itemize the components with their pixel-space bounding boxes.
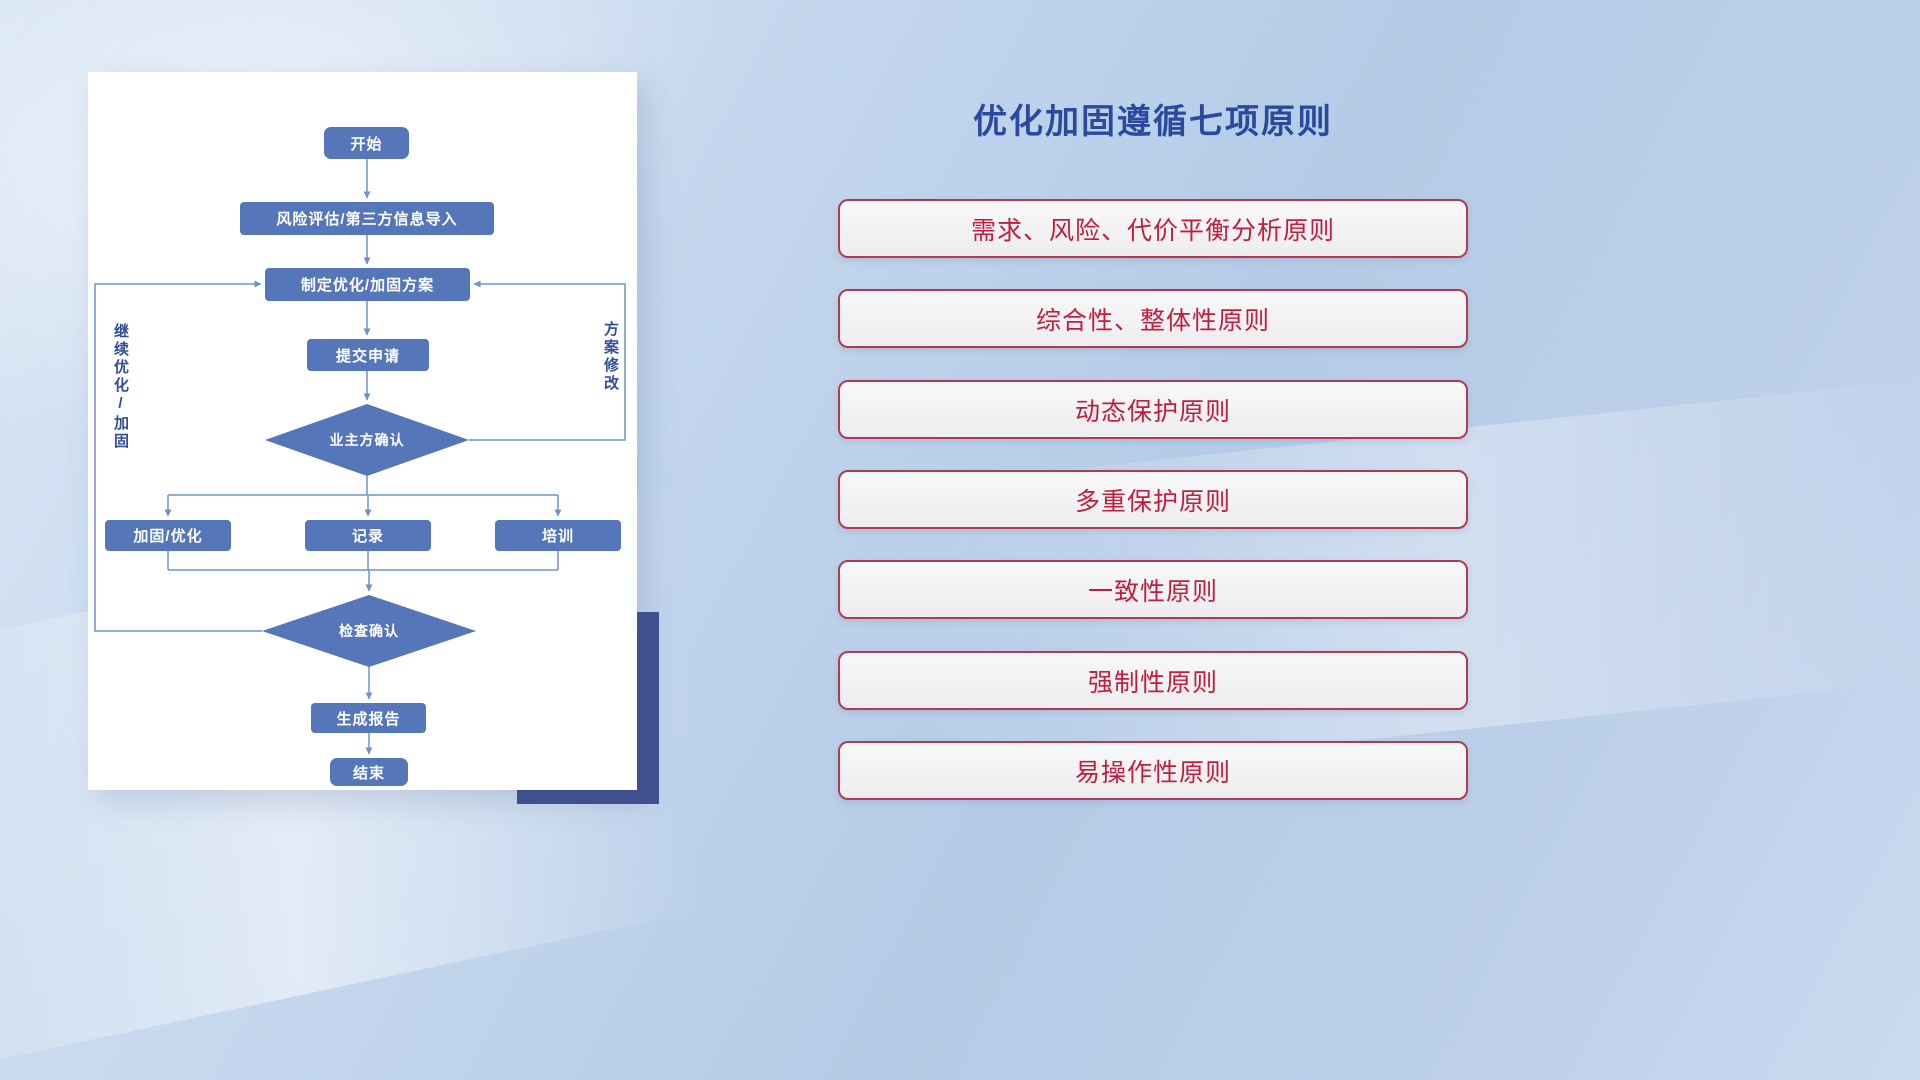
flow-node-submit: 提交申请	[307, 339, 429, 371]
flow-node-record: 记录	[305, 520, 431, 551]
flow-node-make-plan: 制定优化/加固方案	[265, 268, 470, 301]
principle-item-5: 一致性原则	[838, 560, 1468, 619]
flow-node-report: 生成报告	[311, 703, 426, 733]
flow-node-reinforce: 加固/优化	[105, 520, 231, 551]
flow-node-training: 培训	[495, 520, 621, 551]
flow-node-start: 开始	[324, 127, 409, 159]
flow-node-end: 结束	[330, 758, 408, 786]
principle-item-6: 强制性原则	[838, 651, 1468, 710]
flow-node-risk-import: 风险评估/第三方信息导入	[240, 202, 494, 235]
flowchart-card: 开始 风险评估/第三方信息导入 制定优化/加固方案 提交申请 业主方确认 加固/…	[88, 72, 637, 790]
edge-label-continue-optimize: 继续优化/加固	[112, 323, 129, 451]
principle-item-3: 动态保护原则	[838, 380, 1468, 439]
principle-item-2: 综合性、整体性原则	[838, 289, 1468, 348]
principle-item-4: 多重保护原则	[838, 470, 1468, 529]
principle-item-1: 需求、风险、代价平衡分析原则	[838, 199, 1468, 258]
principle-item-7: 易操作性原则	[838, 741, 1468, 800]
page-title: 优化加固遵循七项原则	[973, 103, 1333, 141]
edge-label-plan-modify: 方案修改	[602, 321, 619, 393]
